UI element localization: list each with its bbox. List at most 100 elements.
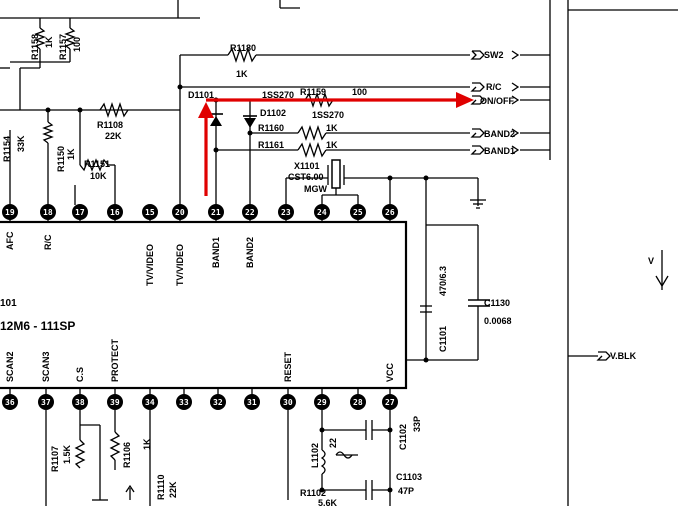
pin-bottom-12: 27 — [385, 398, 395, 407]
r1110-ref: R1110 — [156, 474, 166, 500]
r1158-ref: R1158 — [30, 34, 40, 60]
pin-top-11: 25 — [353, 208, 363, 217]
pin-bottom-11: 28 — [353, 398, 363, 407]
r1108-ref: R1108 — [97, 120, 123, 130]
x1101-ref: X1101 — [294, 161, 320, 171]
pin-top-2: 18 — [43, 208, 53, 217]
d1102-symbol — [243, 115, 257, 128]
top-left-resistor-area — [0, 0, 300, 69]
connector-bus — [520, 0, 678, 506]
r1107-value: 1.5K — [62, 444, 72, 464]
r1154-ref: R1154 — [2, 136, 12, 162]
label-scan2: SCAN2 — [5, 351, 15, 382]
r1151-value: 10K — [90, 171, 107, 181]
tag-rc — [470, 82, 520, 92]
pin-top-3: 17 — [75, 208, 85, 217]
l1102-value: 22 — [328, 438, 338, 448]
c1102-ref: C1102 — [398, 424, 408, 450]
connector-vblk: V.BLK — [610, 351, 637, 361]
connector-onoff: ON/OFF — [480, 96, 514, 106]
connector-band2: BAND2 — [484, 129, 515, 139]
pin-top-4: 16 — [110, 208, 120, 217]
tag-sw2 — [470, 50, 520, 60]
pin-bottom-10: 29 — [317, 398, 327, 407]
x1101-type: CST6.00 — [288, 172, 324, 182]
pin-top-10: 24 — [317, 208, 327, 217]
r1106-ref: R1106 — [122, 442, 132, 468]
pin-top-1: 19 — [5, 208, 15, 217]
connector-v: V — [648, 256, 654, 266]
annotation-arrow-vertical — [198, 102, 214, 196]
r1160-ref: R1160 — [258, 123, 284, 133]
r1110-value: 22K — [168, 481, 178, 498]
ic-part: 12M6 - 111SP — [0, 319, 75, 333]
d1102-type: 1SS270 — [312, 110, 344, 120]
tag-band1 — [470, 145, 520, 155]
pin-top-6: 20 — [175, 208, 185, 217]
label-band1: BAND1 — [211, 237, 221, 268]
r1161-ref: R1161 — [258, 140, 284, 150]
r1150-value: 1K — [66, 148, 76, 160]
ic-bottom-pins — [2, 388, 398, 410]
r1151-ref: R1151 — [84, 159, 110, 169]
r1158-value: 1K — [44, 36, 54, 48]
label-rc: R/C — [43, 234, 53, 250]
label-protect: PROTECT — [110, 338, 120, 382]
label-scan3: SCAN3 — [41, 351, 51, 382]
pin-bottom-3: 38 — [75, 398, 85, 407]
r1159-ref: R1159 — [300, 87, 326, 97]
r1150-ref: R1150 — [56, 146, 66, 172]
x1101-crystal — [285, 159, 390, 205]
r1180-ref: R1180 — [230, 43, 256, 53]
r1160-value: 1K — [326, 123, 338, 133]
r1159-value: 100 — [352, 87, 367, 97]
d1101-type: 1SS270 — [262, 90, 294, 100]
r1180-value: 1K — [236, 69, 248, 79]
r1154-value: 33K — [16, 135, 26, 152]
label-tvvideo-1: TV/VIDEO — [145, 244, 155, 286]
pin-bottom-5: 34 — [145, 398, 155, 407]
ic-top-pins — [2, 204, 398, 222]
pin-top-9: 23 — [281, 208, 291, 217]
r1157-value: 100 — [72, 37, 82, 52]
c1102-value: 33P — [412, 416, 422, 432]
pin-top-5: 15 — [145, 208, 155, 217]
c1130-value: 0.0068 — [484, 316, 512, 326]
l1102-ref: L1102 — [310, 443, 320, 468]
label-vcc: VCC — [385, 362, 395, 382]
x1101-suffix: MGW — [304, 184, 327, 194]
left-bias-network — [0, 55, 181, 205]
label-band2: BAND2 — [245, 237, 255, 268]
pin-bottom-8: 31 — [247, 398, 257, 407]
signal-rails — [180, 46, 470, 205]
d1102-ref: D1102 — [260, 108, 286, 118]
r1161-value: 1K — [326, 140, 338, 150]
pin-bottom-2: 37 — [41, 398, 51, 407]
pin-bottom-7: 32 — [213, 398, 223, 407]
label-reset: RESET — [283, 351, 293, 382]
pin-top-7: 21 — [211, 208, 221, 217]
c1130-ref: C1130 — [484, 298, 510, 308]
r1157-ref: R1157 — [58, 34, 68, 60]
tag-onoff — [470, 95, 520, 105]
label-cs: C.S — [75, 367, 85, 382]
tag-vblk — [596, 351, 611, 361]
r1106-value: 1K — [142, 438, 152, 450]
pin-bottom-1: 36 — [5, 398, 15, 407]
tag-band2 — [470, 128, 520, 138]
d1101-ref: D1101 — [188, 90, 214, 100]
tag-v — [655, 250, 669, 290]
label-tvvideo-2: TV/VIDEO — [175, 244, 185, 286]
annotation-arrow-horizontal — [206, 92, 474, 108]
r1102-ref: R1102 — [300, 488, 326, 498]
c1103-value: 47P — [398, 486, 414, 496]
r1108-value: 22K — [105, 131, 122, 141]
ic-ref: 101 — [0, 298, 17, 309]
r1107-ref: R1107 — [50, 446, 60, 472]
ic-body — [0, 220, 408, 390]
pin-top-8: 22 — [245, 208, 255, 217]
label-afc: AFC — [5, 231, 15, 250]
connector-band1: BAND1 — [484, 146, 515, 156]
pin-bottom-9: 30 — [283, 398, 293, 407]
